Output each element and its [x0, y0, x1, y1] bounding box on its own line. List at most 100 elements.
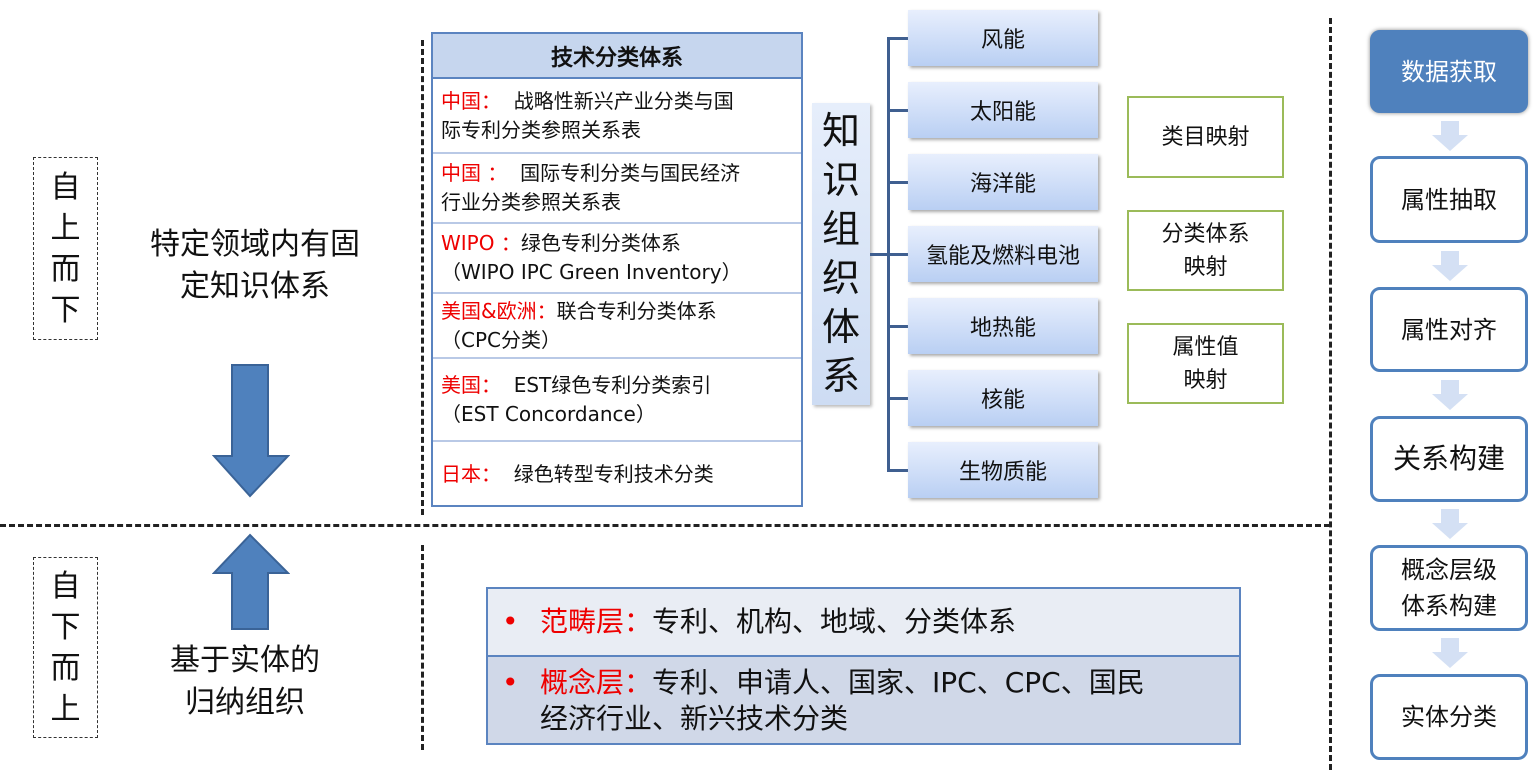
flow-step-entity-classification: 实体分类: [1370, 674, 1528, 760]
energy-hydrogen: 氢能及燃料电池: [908, 226, 1098, 282]
top-down-label: 自 上 而 下: [33, 157, 98, 340]
line: 特定领域内有固: [150, 227, 360, 262]
energy-nuclear: 核能: [908, 370, 1098, 426]
char: 系: [821, 354, 860, 398]
line: 属性抽取: [1401, 185, 1497, 214]
flow-step-attribute-extraction: 属性抽取: [1370, 156, 1528, 243]
vertical-divider-left-top: [421, 40, 424, 515]
layer-name: 概念层：: [540, 666, 653, 699]
table-row: WIPO ：绿色专利分类体系 （WIPO IPC Green Inventory…: [433, 224, 801, 294]
energy-solar: 太阳能: [908, 82, 1098, 138]
table-row: 日本： 绿色转型专利技术分类: [433, 442, 801, 506]
bullet-icon: •: [502, 666, 519, 699]
flow-step-attribute-alignment: 属性对齐: [1370, 287, 1528, 372]
line: 属性对齐: [1401, 315, 1497, 344]
char: 组: [821, 207, 860, 251]
row-source: 中国：: [441, 88, 501, 113]
line: 归纳组织: [185, 685, 305, 720]
flow-arrow-icon: [1432, 121, 1468, 151]
row-text: 绿色转型专利技术分类: [513, 461, 714, 486]
line: 关系构建: [1392, 442, 1505, 475]
table-row: 中国 ： 国际专利分类与国民经济 行业分类参照关系表: [433, 154, 801, 224]
flow-arrow-icon: [1432, 638, 1468, 668]
row-text: 国际专利分类与国民经济: [520, 161, 741, 185]
row-text: 战略性新兴产业分类与国: [513, 88, 734, 113]
energy-biomass: 生物质能: [908, 442, 1098, 498]
layer-text: 经济行业、新兴技术分类: [540, 702, 849, 735]
line: 映射: [1183, 367, 1228, 393]
char: 上: [50, 210, 81, 246]
row-source: 中国 ：: [441, 161, 508, 185]
tree-branch: [887, 37, 908, 40]
top-down-description: 特定领域内有固 定知识体系: [125, 224, 385, 308]
energy-ocean: 海洋能: [908, 154, 1098, 210]
bottom-up-description: 基于实体的 归纳组织: [115, 640, 375, 724]
down-arrow-icon: [212, 364, 290, 498]
layer-text: 专利、申请人、国家、IPC、CPC、国民: [652, 666, 1145, 699]
layer-name: 范畴层：: [540, 605, 653, 638]
char: 知: [821, 109, 860, 153]
char: 自: [50, 169, 81, 205]
line: 属性值: [1172, 334, 1239, 360]
table-row: 中国： 战略性新兴产业分类与国 际专利分类参照关系表: [433, 79, 801, 154]
row-text: （WIPO IPC Green Inventory）: [441, 260, 742, 284]
line: 定知识体系: [180, 269, 330, 304]
row-text: 际专利分类参照关系表: [441, 117, 641, 142]
char: 下: [50, 292, 81, 328]
energy-geothermal: 地热能: [908, 298, 1098, 354]
flow-arrow-icon: [1432, 380, 1468, 410]
tree-connector: [870, 253, 889, 256]
horizontal-divider: [0, 524, 1330, 527]
tree-branch: [887, 253, 908, 256]
row-text: 联合专利分类体系: [556, 298, 717, 323]
tech-classification-table: 技术分类体系 中国： 战略性新兴产业分类与国 际专利分类参照关系表 中国 ： 国…: [431, 32, 803, 507]
bottom-up-label: 自 下 而 上: [33, 557, 98, 738]
table-row: 美国： EST绿色专利分类索引 （EST Concordance）: [433, 359, 801, 442]
layer-category: • 范畴层： 专利、机构、地域、分类体系: [488, 589, 1239, 657]
char: 而: [50, 650, 81, 686]
table-row: 美国&欧洲：联合专利分类体系 （CPC分类）: [433, 294, 801, 359]
row-source: 日本：: [441, 461, 501, 486]
row-text: EST绿色专利分类索引: [513, 372, 712, 397]
flow-arrow-icon: [1432, 509, 1468, 539]
tree-branch: [887, 325, 908, 328]
row-source: WIPO ：: [441, 231, 521, 255]
tree-branch: [887, 469, 908, 472]
line: 映射: [1183, 254, 1228, 280]
row-text: 绿色专利分类体系: [520, 231, 681, 255]
mapping-classification-system: 分类体系 映射: [1127, 210, 1284, 291]
line: 分类体系: [1161, 221, 1250, 247]
mapping-attribute-value: 属性值 映射: [1127, 323, 1284, 404]
line: 体系构建: [1401, 592, 1497, 620]
mapping-category: 类目映射: [1127, 96, 1284, 178]
row-text: （CPC分类）: [441, 327, 561, 352]
char: 上: [50, 691, 81, 727]
vertical-divider-left-bottom: [421, 545, 424, 750]
line: 数据获取: [1401, 57, 1497, 86]
up-arrow-icon: [212, 533, 290, 630]
line: 基于实体的: [170, 643, 320, 678]
row-source: 美国&欧洲：: [441, 298, 557, 323]
row-text: （EST Concordance）: [441, 401, 656, 426]
energy-wind: 风能: [908, 10, 1098, 66]
char: 下: [50, 609, 81, 645]
char: 识: [821, 158, 860, 202]
flow-step-relation-building: 关系构建: [1370, 416, 1528, 502]
layer-text: 专利、机构、地域、分类体系: [652, 605, 1017, 638]
char: 织: [821, 256, 860, 300]
tree-branch: [887, 109, 908, 112]
bullet-icon: •: [502, 605, 519, 638]
layer-concept: • 概念层：专利、申请人、国家、IPC、CPC、国民 经济行业、新兴技术分类: [488, 657, 1239, 743]
tree-branch: [887, 181, 908, 184]
row-source: 美国：: [441, 372, 501, 397]
knowledge-organization-system: 知 识 组 织 体 系: [812, 103, 870, 405]
flow-step-data-acquisition: 数据获取: [1370, 30, 1528, 113]
line: 概念层级: [1401, 556, 1497, 584]
line: 实体分类: [1401, 703, 1497, 731]
flow-arrow-icon: [1432, 251, 1468, 281]
char: 体: [821, 305, 860, 349]
tree-branch: [887, 397, 908, 400]
line: 类目映射: [1161, 124, 1250, 150]
row-text: 行业分类参照关系表: [441, 190, 621, 214]
char: 自: [50, 568, 81, 604]
